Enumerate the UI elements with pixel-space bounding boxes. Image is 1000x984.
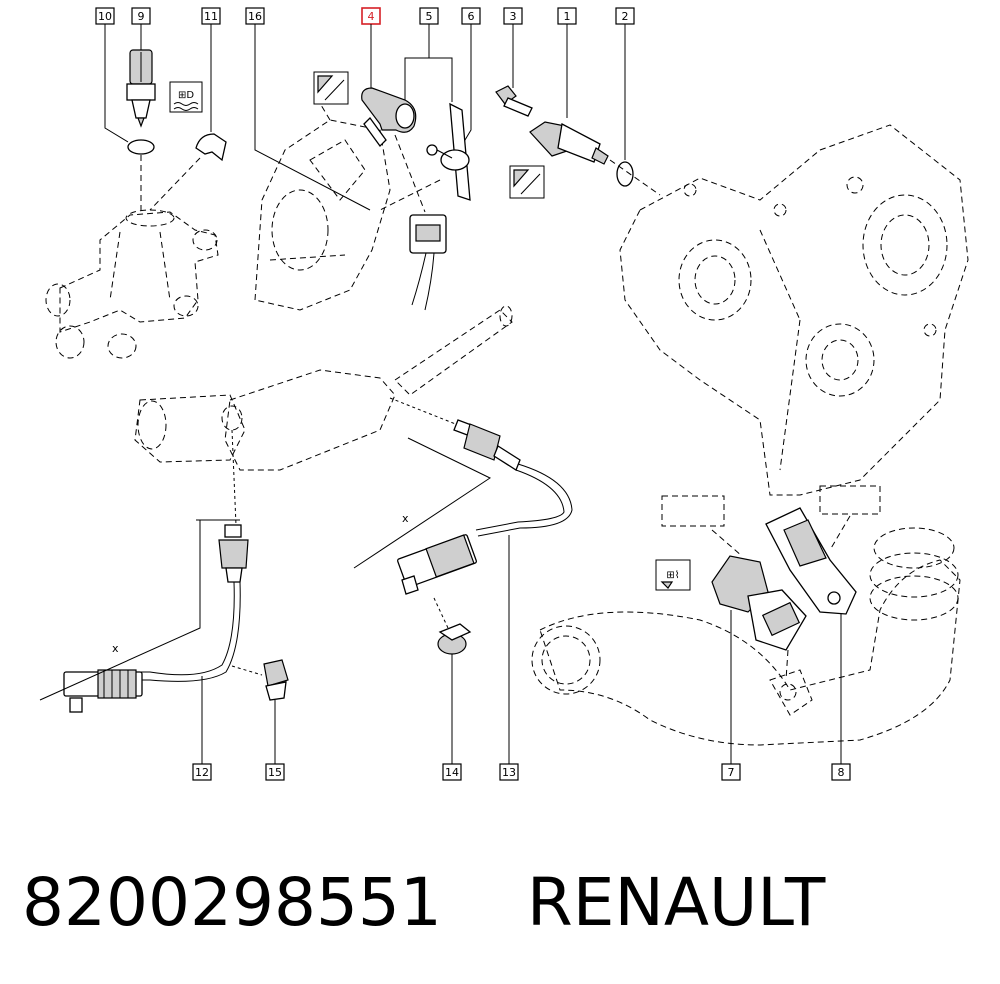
assembly-arrow (149, 157, 201, 211)
svg-text:9: 9 (138, 10, 145, 23)
callout-11[interactable]: 11 (201, 7, 221, 25)
callout-1[interactable]: 1 (557, 7, 577, 25)
timing-cover (619, 124, 969, 496)
assembly-arrow (785, 649, 789, 681)
sensor-bracket-6 (426, 102, 471, 201)
svg-text:2: 2 (622, 10, 629, 23)
callout-12[interactable]: 12 (192, 763, 212, 781)
callout-4-highlighted[interactable]: 4 (361, 7, 381, 25)
svg-text:x: x (112, 642, 119, 655)
thermostat-housing (45, 209, 219, 359)
callout-8[interactable]: 8 (831, 763, 851, 781)
svg-text:13: 13 (502, 766, 516, 779)
electrical-symbol-icon: ⊞⌇ (655, 559, 691, 591)
dimension-x-12: x (39, 519, 240, 701)
sensor-8 (765, 507, 857, 615)
harness-clip-15 (231, 659, 289, 701)
callout-10[interactable]: 10 (95, 7, 115, 25)
retaining-clip-11 (195, 133, 227, 162)
svg-text:3: 3 (510, 10, 517, 23)
exhaust-pipe (134, 305, 513, 471)
svg-text:6: 6 (468, 10, 475, 23)
callout-6[interactable]: 6 (461, 7, 481, 25)
svg-text:1: 1 (564, 10, 571, 23)
assembly-arrow (609, 159, 661, 196)
callout-14[interactable]: 14 (442, 763, 462, 781)
sensor-7 (711, 555, 807, 651)
svg-text:11: 11 (204, 10, 218, 23)
svg-text:⊞⌇: ⊞⌇ (666, 570, 679, 581)
callout-2[interactable]: 2 (615, 7, 635, 25)
assembly-arrow (394, 134, 426, 213)
o-ring-10 (127, 139, 155, 155)
intake-hose (531, 527, 961, 746)
callout-15[interactable]: 15 (265, 763, 285, 781)
sensor-4 (361, 87, 417, 147)
dashed-part-outline (661, 485, 881, 557)
callout-16[interactable]: 16 (245, 7, 265, 25)
catalog-caption: 8200298551 RENAULT (22, 858, 982, 948)
svg-text:4: 4 (368, 10, 375, 23)
part-number: 8200298551 (22, 864, 442, 941)
callout-7[interactable]: 7 (721, 763, 741, 781)
coolant-symbol-icon: ⊞D (169, 81, 203, 113)
parts-diagram: 10 9 11 16 4 5 6 3 1 2 12 15 (39, 7, 969, 781)
dimension-x-13: x (353, 437, 492, 569)
svg-text:5: 5 (426, 10, 433, 23)
leader-lines (104, 24, 842, 764)
callout-13[interactable]: 13 (499, 763, 519, 781)
callout-3[interactable]: 3 (503, 7, 523, 25)
callout-5[interactable]: 5 (419, 7, 439, 25)
svg-text:14: 14 (445, 766, 459, 779)
svg-text:x: x (402, 512, 409, 525)
svg-text:12: 12 (195, 766, 209, 779)
svg-text:⊞D: ⊞D (178, 90, 194, 101)
assembly-arrow (379, 179, 441, 211)
connector-16 (409, 214, 447, 311)
bolt-3 (495, 85, 533, 117)
callout-9[interactable]: 9 (131, 7, 151, 25)
oxygen-sensor-13 (389, 397, 573, 595)
temperature-sender-9 (126, 49, 156, 128)
svg-text:16: 16 (248, 10, 262, 23)
sensor-1 (529, 121, 609, 165)
harness-clip-14 (433, 597, 472, 655)
torque-symbol-icon (313, 71, 349, 105)
oxygen-sensor-12 (63, 429, 249, 713)
svg-text:8: 8 (838, 766, 845, 779)
brand-name: RENAULT (526, 864, 826, 941)
svg-text:10: 10 (98, 10, 112, 23)
svg-text:15: 15 (268, 766, 282, 779)
svg-text:7: 7 (728, 766, 735, 779)
torque-symbol-icon (509, 165, 545, 199)
